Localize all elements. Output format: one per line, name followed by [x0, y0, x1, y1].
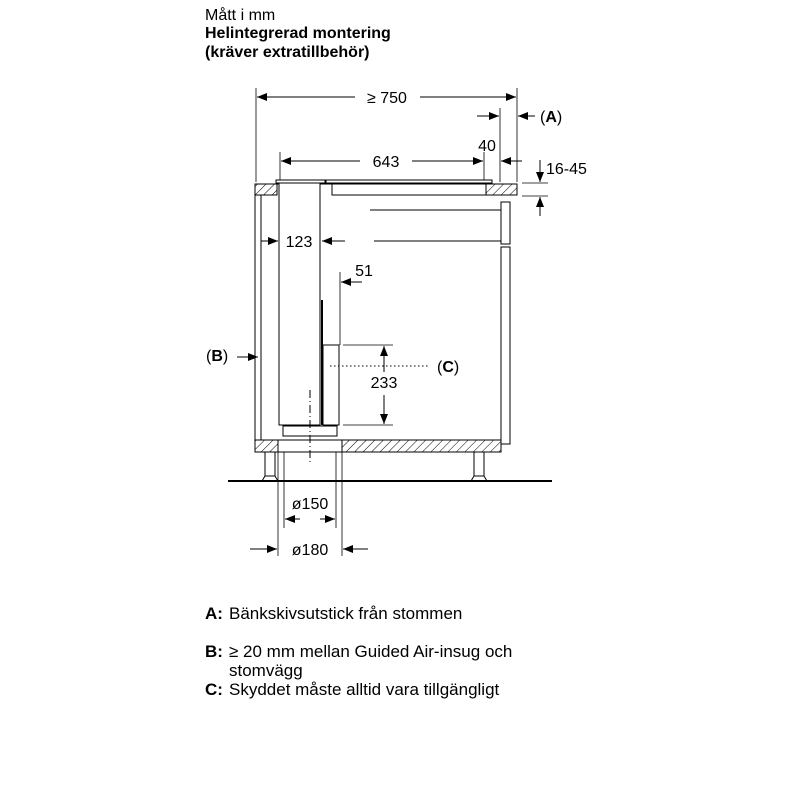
downdraft-column: [278, 182, 340, 463]
legend-item-b: B: ≥ 20 mm mellan Guided Air-insug och s…: [205, 642, 559, 680]
dim-hob-depth: 643: [373, 154, 400, 171]
access-cover: [322, 344, 340, 426]
dim-column-width: 123: [286, 234, 313, 251]
units-note: Mått i mm: [205, 7, 276, 24]
callout-a: A: [545, 109, 557, 126]
legend-key: A:: [205, 604, 223, 623]
legend-text: ≥ 20 mm mellan Guided Air-insug och stom…: [229, 642, 513, 680]
svg-text:(C): (C): [437, 359, 459, 376]
dim-overhang: 40: [478, 138, 496, 155]
svg-text:(A): (A): [540, 109, 562, 126]
diagram-subtitle: (kräver extratillbehör): [205, 44, 370, 61]
callout-c: C: [442, 359, 454, 376]
dim-outer-diameter: ø180: [292, 542, 329, 559]
legend-text: Skyddet måste alltid vara tillgängligt: [229, 680, 500, 699]
legs: [261, 451, 488, 482]
dim-gap: 51: [355, 263, 373, 280]
cabinet: [254, 184, 511, 453]
legend-text: Bänkskivsutstick från stommen: [229, 604, 463, 623]
legend-key: C:: [205, 680, 223, 699]
dim-worktop-thickness: 16-45: [546, 161, 587, 178]
legend-item-a: A: Bänkskivsutstick från stommen: [205, 604, 609, 623]
dimension-labels: ≥ 750 643 40 16-45 123 51 233 ø150 ø180: [286, 90, 587, 559]
legend-item-c: C: Skyddet måste alltid vara tillgänglig…: [205, 680, 609, 699]
callout-b: B: [211, 348, 223, 365]
callouts: (A) (B) (C): [206, 109, 562, 376]
dim-inner-diameter: ø150: [292, 496, 329, 513]
extension-lines: [255, 88, 548, 556]
hob: [275, 179, 493, 196]
svg-text:(B): (B): [206, 348, 228, 365]
diagram-title: Helintegrerad montering: [205, 25, 391, 42]
dim-cover-height: 233: [371, 375, 398, 392]
dim-total-depth: ≥ 750: [367, 90, 407, 107]
legend-key: B:: [205, 642, 223, 661]
